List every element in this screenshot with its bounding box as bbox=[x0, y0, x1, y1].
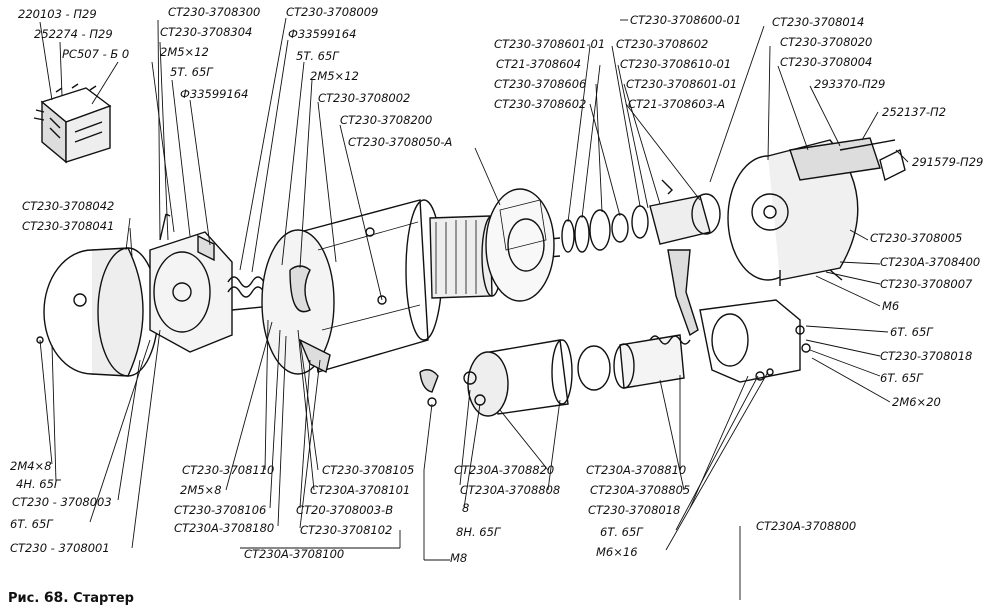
callout-label: 6Т. 65Г bbox=[600, 525, 643, 539]
callout-label: СТ230-3708606 bbox=[494, 77, 587, 91]
callout-label: РС507 - Б 0 bbox=[62, 47, 130, 61]
callout-label: СТ230А-3708101 bbox=[310, 483, 411, 497]
callout-label: СТ230-3708106 bbox=[174, 503, 267, 517]
callout-label: СТ230-3708105 bbox=[322, 463, 415, 477]
callout-label: СТ230А-3708800 bbox=[756, 519, 857, 533]
leader-lines bbox=[39, 17, 909, 600]
callout-label: 2М5×12 bbox=[310, 69, 359, 83]
callout-label: СТ230-3708018 bbox=[880, 349, 973, 363]
callout-label: 2М4×8 bbox=[10, 459, 52, 473]
callout-label: 6Т. 65Г bbox=[890, 325, 933, 339]
callout-label: 2М6×20 bbox=[892, 395, 941, 409]
callout-label: 6Т. 65Г bbox=[10, 517, 53, 531]
callout-label: СТ230-3708200 bbox=[340, 113, 433, 127]
drive-plate-part bbox=[485, 188, 555, 302]
callout-label: СТ230 - 3708001 bbox=[10, 541, 110, 555]
callout-label: СТ230 - 3708003 bbox=[12, 495, 112, 509]
callout-label: 6Т. 65Г bbox=[880, 371, 923, 385]
callout-label: Ф33599164 bbox=[180, 87, 249, 101]
callout-label: СТ230А-3708100 bbox=[244, 547, 345, 561]
callout-label: Ф33599164 bbox=[288, 27, 357, 41]
caption-number: 68. bbox=[43, 590, 69, 606]
callout-label: 2М5×8 bbox=[180, 483, 222, 497]
callout-label: СТ230-3708042 bbox=[22, 199, 115, 213]
callout-label: СТ230А-3708820 bbox=[454, 463, 555, 477]
end-cover-part bbox=[36, 247, 159, 377]
callout-label: СТ230-3708304 bbox=[160, 25, 253, 39]
callout-label: СТ230-3708009 bbox=[286, 5, 379, 19]
callout-label: 291579-П29 bbox=[912, 155, 984, 169]
callout-label: СТ230-3708002 bbox=[318, 91, 411, 105]
callout-label: СТ230-3708601-01 bbox=[626, 77, 738, 91]
callout-label: СТ21-3708603-А bbox=[628, 97, 726, 111]
callout-label: М6 bbox=[882, 299, 900, 313]
callout-label: СТ230-3708004 bbox=[780, 55, 873, 69]
callout-label: М6×16 bbox=[596, 545, 638, 559]
callout-label: 4Н. 65Г bbox=[16, 477, 61, 491]
callout-label: СТ230-3708602 bbox=[494, 97, 587, 111]
stator-housing-part bbox=[261, 199, 443, 375]
callout-label: СТ230-3708610-01 bbox=[620, 57, 732, 71]
flange-part bbox=[699, 299, 811, 383]
callout-label: СТ230А-3708805 bbox=[590, 483, 691, 497]
callout-label: СТ230-3708102 bbox=[300, 523, 393, 537]
commutator-frame-part bbox=[149, 213, 233, 353]
callout-label: СТ230-3708600-01 bbox=[630, 13, 742, 27]
callout-label: СТ230-3708110 bbox=[182, 463, 275, 477]
callout-label: СТ21-3708604 bbox=[496, 57, 582, 71]
callout-label: 2М5×12 bbox=[160, 45, 209, 59]
callout-label: СТ230-3708041 bbox=[22, 219, 115, 233]
caption-title: Стартер bbox=[73, 591, 134, 606]
pinion-group-part bbox=[561, 179, 721, 253]
callout-label: СТ230-3708300 bbox=[168, 5, 261, 19]
callout-label: СТ230-3708007 bbox=[880, 277, 973, 291]
callout-label: СТ230А-3708400 bbox=[880, 255, 981, 269]
drive-housing-part bbox=[727, 137, 906, 286]
callout-label: 293370-П29 bbox=[814, 77, 886, 91]
callout-label: СТ230-3708014 bbox=[772, 15, 865, 29]
callout-label: СТ230-3708602 bbox=[616, 37, 709, 51]
callout-label: 252137-П2 bbox=[882, 105, 947, 119]
callout-label: СТ230-3708005 bbox=[870, 231, 963, 245]
callout-label: СТ230-3708601-01 bbox=[494, 37, 606, 51]
callout-label: 5Т. 65Г bbox=[296, 49, 339, 63]
callout-label: М8 bbox=[450, 551, 468, 565]
callout-label: СТ20-3708003-В bbox=[296, 503, 394, 517]
relay-part bbox=[33, 83, 112, 164]
figure-caption: Рис. 68. Стартер bbox=[8, 590, 134, 606]
solenoid-part bbox=[419, 339, 611, 417]
callout-label: 252274 - П29 bbox=[34, 27, 113, 41]
callout-label: 220103 - П29 bbox=[18, 7, 97, 21]
caption-prefix: Рис. bbox=[8, 591, 40, 606]
callout-label: 8Н. 65Г bbox=[456, 525, 501, 539]
shift-lever-part bbox=[667, 249, 699, 337]
callout-label: СТ230-3708020 bbox=[780, 35, 873, 49]
callout-label: 5Т. 65Г bbox=[170, 65, 213, 79]
callout-label: СТ230-3708050-А bbox=[348, 135, 453, 149]
callout-label: СТ230-3708018 bbox=[588, 503, 681, 517]
callout-label: СТ230А-3708808 bbox=[460, 483, 561, 497]
callout-label: СТ230А-3708810 bbox=[586, 463, 687, 477]
callout-label: 8 bbox=[462, 501, 470, 515]
callout-label: СТ230А-3708180 bbox=[174, 521, 275, 535]
plunger-part bbox=[613, 334, 691, 389]
